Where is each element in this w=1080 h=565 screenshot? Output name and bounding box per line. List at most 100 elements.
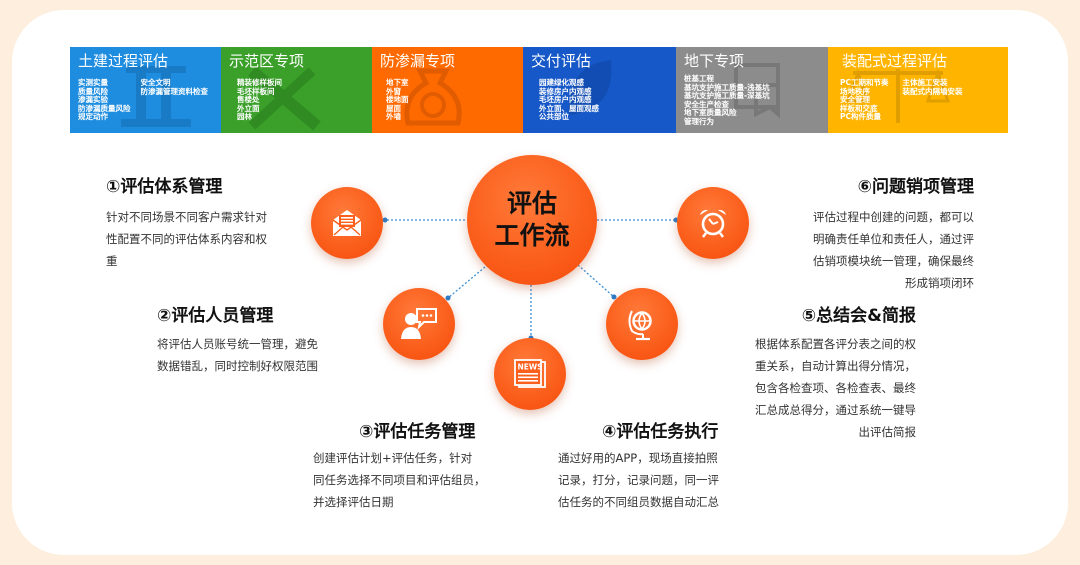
- category-item: 渗漏实验: [78, 95, 108, 105]
- block-description: 针对不同场景不同客户需求针对 性配置不同的评估体系内容和权 重: [106, 206, 296, 272]
- category-item: 园建绿化观感: [539, 78, 584, 87]
- category-title: 交付评估: [531, 52, 592, 70]
- block-description: 通过好用的APP，现场直接拍照 记录，打分，记录问题，同一评 估任务的不同组员数…: [558, 447, 748, 513]
- block-description: 将评估人员账号统一管理，避免 数据错乱，同时控制好权限范围: [157, 333, 347, 377]
- building-icon: [121, 66, 191, 127]
- desc-line: 记录，打分，记录问题，同一评: [558, 473, 719, 487]
- block-title: ⑤总结会&简报: [801, 306, 916, 326]
- category-item: 地下室: [386, 78, 409, 87]
- svg-text:NEWS: NEWS: [518, 363, 543, 372]
- category-item: 安全管理: [840, 95, 870, 105]
- blueprint-icon: [734, 63, 780, 119]
- category-title: 地下专项: [684, 52, 745, 70]
- desc-line: 通过好用的APP，现场直接拍照: [558, 451, 718, 465]
- category-item: 安全生产检查: [684, 99, 729, 109]
- block-task-management: ③评估任务管理 创建评估计划+评估任务，针对 同任务选择不同项目和评估组员， 并…: [313, 421, 523, 513]
- category-item: 实测实量: [78, 78, 108, 87]
- money-bag-icon: [404, 68, 462, 126]
- block-description: 根据体系配置各评分表之间的权 重关系，自动计算出得分情况， 包含各检查项、各检查…: [724, 333, 916, 443]
- desc-line: 根据体系配置各评分表之间的权: [755, 337, 916, 351]
- category-item: 场地秩序: [840, 86, 870, 96]
- alarm-clock-icon: [700, 209, 726, 238]
- block-title: ①评估体系管理: [106, 177, 223, 197]
- hub-label-line1: 评估: [506, 189, 557, 218]
- category-item: 地下室质量风险: [684, 108, 737, 118]
- category-item: 规定动作: [78, 112, 108, 122]
- category-item: 样板和交底: [840, 103, 878, 113]
- node-personnel-management: [383, 288, 455, 360]
- node-task-management: NEWS: [494, 338, 566, 410]
- category-banner: 土建过程评估 实测实量 质量风险 渗漏实验 防渗漏质量风险 规定动作 安全文明 …: [70, 47, 1008, 133]
- category-item: 质量风险: [78, 86, 108, 96]
- block-description: 创建评估计划+评估任务，针对 同任务选择不同项目和评估组员， 并选择评估日期: [313, 447, 523, 513]
- block-title: ②评估人员管理: [157, 306, 274, 326]
- leaf-icon: [568, 60, 612, 115]
- desc-line: 性配置不同的评估体系内容和权: [106, 232, 267, 246]
- block-task-execution: ④评估任务执行 通过好用的APP，现场直接拍照 记录，打分，记录问题，同一评 估…: [558, 421, 748, 513]
- category-item: 外立面、屋面观感: [539, 103, 599, 113]
- category-item: 毛坯样板间: [237, 86, 275, 96]
- category-title: 示范区专项: [229, 52, 305, 70]
- scale-icon: [845, 68, 951, 123]
- category-item: 防渗漏质量风险: [78, 103, 131, 113]
- desc-line: 将评估人员账号统一管理，避免: [157, 337, 318, 351]
- desc-line: 同任务选择不同项目和评估组员，: [313, 473, 486, 487]
- node-summary-briefing: [606, 288, 678, 360]
- block-system-management: ①评估体系管理 针对不同场景不同客户需求针对 性配置不同的评估体系内容和权 重: [106, 176, 296, 272]
- category-title: 土建过程评估: [78, 52, 169, 70]
- desc-line: 出评估简报: [858, 425, 917, 439]
- desc-line: 重: [106, 254, 118, 268]
- category-item: 基坑支护施工质量-浅基坑: [684, 82, 770, 92]
- desc-line: 针对不同场景不同客户需求针对: [106, 210, 267, 224]
- category-item: 外窗: [386, 86, 401, 96]
- desc-line: 估任务的不同组员数据自动汇总: [558, 495, 719, 509]
- hub-circle-evaluation-workflow: 评估 工作流: [467, 155, 597, 285]
- desc-line: 重关系，自动计算出得分情况，: [755, 359, 916, 373]
- category-item: PC构件质量: [840, 112, 882, 122]
- desc-line: 并选择评估日期: [313, 495, 394, 509]
- category-item: 楼地面: [386, 95, 409, 105]
- category-anti-leakage: 防渗漏专项 地下室 外窗 楼地面 屋面 外墙: [372, 47, 523, 133]
- category-item: 管理行为: [684, 116, 714, 126]
- desc-line: 创建评估计划+评估任务，针对: [313, 451, 473, 465]
- desc-line: 估销项模块统一管理，确保最终: [813, 254, 974, 268]
- category-item: 毛坯房户内观感: [539, 95, 592, 105]
- category-item: PC工期和节奏: [840, 78, 889, 87]
- desc-line: 数据错乱，同时控制好权限范围: [157, 359, 318, 373]
- user-chat-icon: [401, 308, 437, 339]
- block-issue-closure: ⑥问题销项管理 评估过程中创建的问题，都可以 明确责任单位和责任人，通过评 估销…: [782, 176, 974, 294]
- category-title: 装配式过程评估: [842, 52, 948, 70]
- block-summary-briefing: ⑤总结会&简报 根据体系配置各评分表之间的权 重关系，自动计算出得分情况， 包含…: [724, 305, 916, 443]
- category-item: 精装修样板间: [237, 78, 282, 87]
- category-item: 外立面: [237, 103, 260, 113]
- category-item: 园林: [237, 112, 252, 122]
- hub-label-line2: 工作流: [494, 221, 570, 250]
- category-title: 防渗漏专项: [380, 52, 456, 70]
- category-item: 屋面: [386, 103, 401, 113]
- category-item: 桩基工程: [684, 74, 714, 83]
- node-system-management: [311, 187, 383, 259]
- block-title: ⑥问题销项管理: [857, 177, 974, 197]
- envelope-icon: [332, 210, 362, 236]
- category-demo-zone: 示范区专项 精装修样板间 毛坯样板间 售楼处 外立面 园林: [221, 47, 372, 133]
- category-item: 装配式内隔墙安装: [902, 86, 963, 96]
- category-item: 公共部位: [539, 112, 569, 122]
- category-prefab-process: 装配式过程评估 PC工期和节奏 场地秩序 安全管理 样板和交底 PC构件质量 主…: [828, 47, 1008, 133]
- desc-line: 形成销项闭环: [905, 276, 974, 290]
- desc-line: 汇总成总得分，通过系统一键导: [755, 403, 916, 417]
- category-item: 装修房户内观感: [539, 86, 592, 96]
- desc-line: 明确责任单位和责任人，通过评: [813, 232, 974, 246]
- desc-line: 评估过程中创建的问题，都可以: [813, 210, 974, 224]
- category-item: 售楼处: [237, 95, 260, 105]
- category-item: 安全文明: [140, 78, 171, 87]
- newspaper-icon: NEWS: [514, 359, 546, 388]
- pencil-ruler-icon: [248, 66, 321, 131]
- block-personnel-management: ②评估人员管理 将评估人员账号统一管理，避免 数据错乱，同时控制好权限范围: [157, 305, 347, 377]
- desc-line: 包含各检查项、各检查表、最终: [755, 381, 916, 395]
- block-description: 评估过程中创建的问题，都可以 明确责任单位和责任人，通过评 估销项模块统一管理，…: [782, 206, 974, 294]
- category-underground: 地下专项 桩基工程 基坑支护施工质量-浅基坑 基坑支护施工质量-深基坑 安全生产…: [676, 47, 828, 133]
- category-item: 基坑支护施工质量-深基坑: [684, 91, 770, 101]
- category-item: 主体施工安装: [902, 78, 948, 87]
- category-civil-process: 土建过程评估 实测实量 质量风险 渗漏实验 防渗漏质量风险 规定动作 安全文明 …: [70, 47, 221, 133]
- node-issue-closure: [677, 187, 749, 259]
